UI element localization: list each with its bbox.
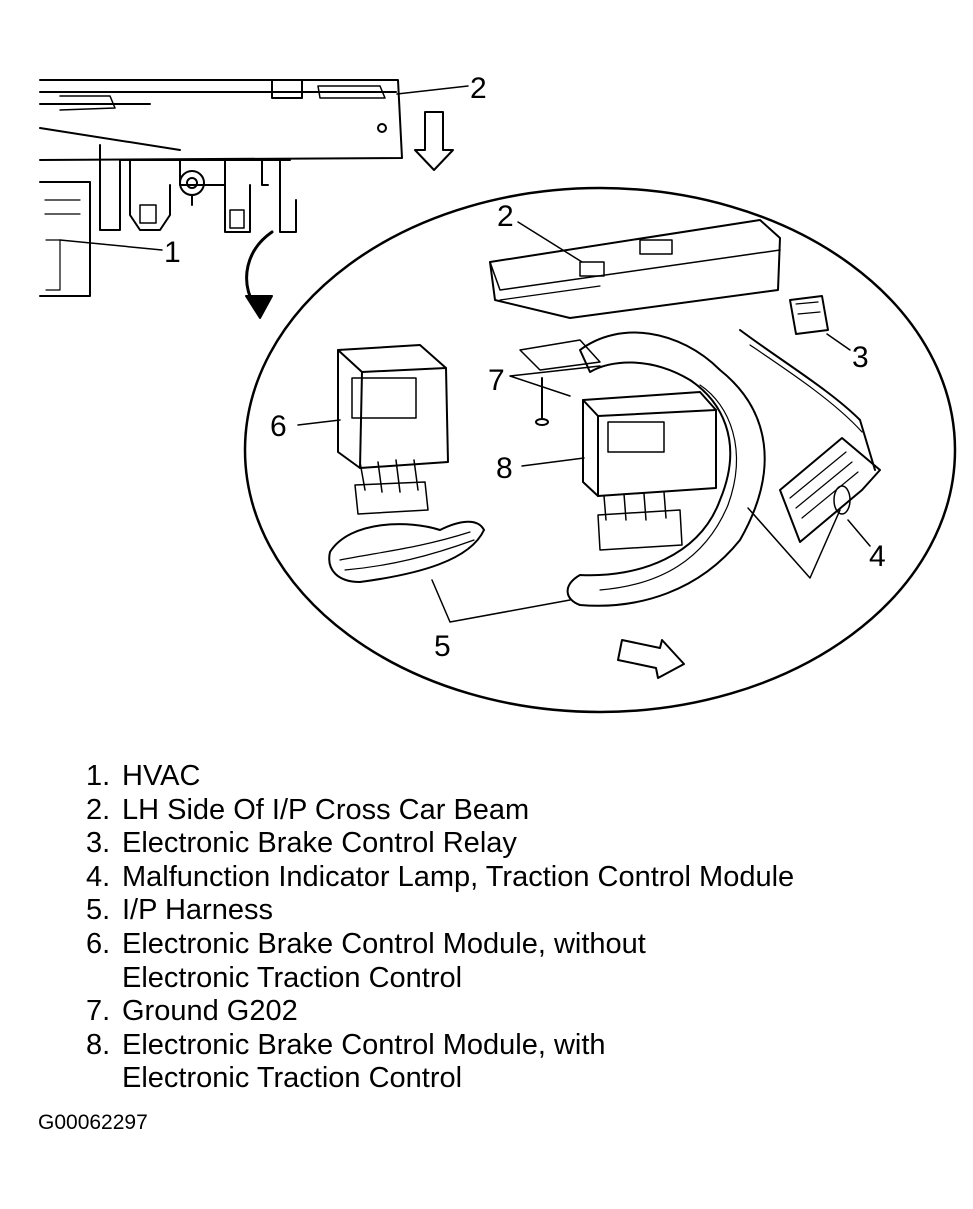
callout-7: 7 (488, 364, 505, 397)
legend-item: 1. HVAC (86, 760, 946, 794)
legend-text: HVAC (122, 760, 201, 792)
legend-item: 5. I/P Harness (86, 894, 946, 928)
legend-number: 2. (86, 793, 111, 826)
figure-id: G00062297 (38, 1111, 148, 1134)
legend-text: LH Side Of I/P Cross Car Beam (122, 793, 530, 826)
callout-2-overview: 2 (470, 72, 487, 105)
legend-list: 1. HVAC 2. LH Side Of I/P Cross Car Beam 3… (86, 760, 946, 1096)
legend-item: 6. Electronic Brake Control Module, witho… (86, 928, 946, 995)
traction-control-module (779, 437, 881, 543)
detail-cross-car-beam (489, 219, 781, 371)
brake-control-module-without-etc (337, 344, 449, 515)
overview-leaders (59, 85, 469, 251)
legend-number: 8. (86, 1028, 111, 1061)
legend-text: Ground G202 (122, 995, 298, 1028)
legend-number: 1. (86, 760, 111, 792)
callout-8: 8 (496, 452, 513, 485)
legend-item: 4. Malfunction Indicator Lamp, Traction C… (86, 861, 946, 895)
legend-item: 7. Ground G202 (86, 995, 946, 1029)
detail-leaders (297, 221, 871, 623)
down-arrow-icon (414, 111, 454, 171)
zoom-arrow-icon (245, 230, 274, 319)
callout-1: 1 (164, 236, 181, 269)
ground-screw-icon (535, 377, 549, 426)
callout-3: 3 (852, 341, 869, 374)
overview-beam-hvac (39, 79, 403, 297)
component-locator-diagram: 2 1 (39, 72, 957, 714)
legend-number: 4. (86, 860, 111, 893)
callout-5: 5 (434, 630, 451, 663)
legend-item: 2. LH Side Of I/P Cross Car Beam (86, 794, 946, 828)
legend-item: 8. Electronic Brake Control Module, with … (86, 1029, 946, 1096)
legend-number: 5. (86, 894, 111, 927)
direction-arrow-icon (617, 639, 685, 679)
legend-text: Electronic Brake Control Module, without… (122, 927, 646, 994)
legend-text: I/P Harness (122, 894, 273, 927)
legend-text: Electronic Brake Control Module, with El… (122, 1028, 606, 1095)
callout-4: 4 (869, 540, 886, 573)
legend-number: 7. (86, 995, 111, 1028)
callout-2-detail: 2 (497, 200, 514, 233)
legend-text: Electronic Brake Control Relay (122, 827, 517, 860)
legend-text: Malfunction Indicator Lamp, Traction Con… (122, 860, 795, 893)
detail-view-ellipse (243, 186, 957, 714)
brake-control-module-with-etc (582, 391, 717, 551)
legend-number: 6. (86, 927, 111, 960)
brake-control-relay (789, 295, 829, 335)
callout-6: 6 (270, 410, 287, 443)
ip-harness (328, 329, 876, 607)
legend-item: 3. Electronic Brake Control Relay (86, 827, 946, 861)
legend-number: 3. (86, 827, 111, 860)
